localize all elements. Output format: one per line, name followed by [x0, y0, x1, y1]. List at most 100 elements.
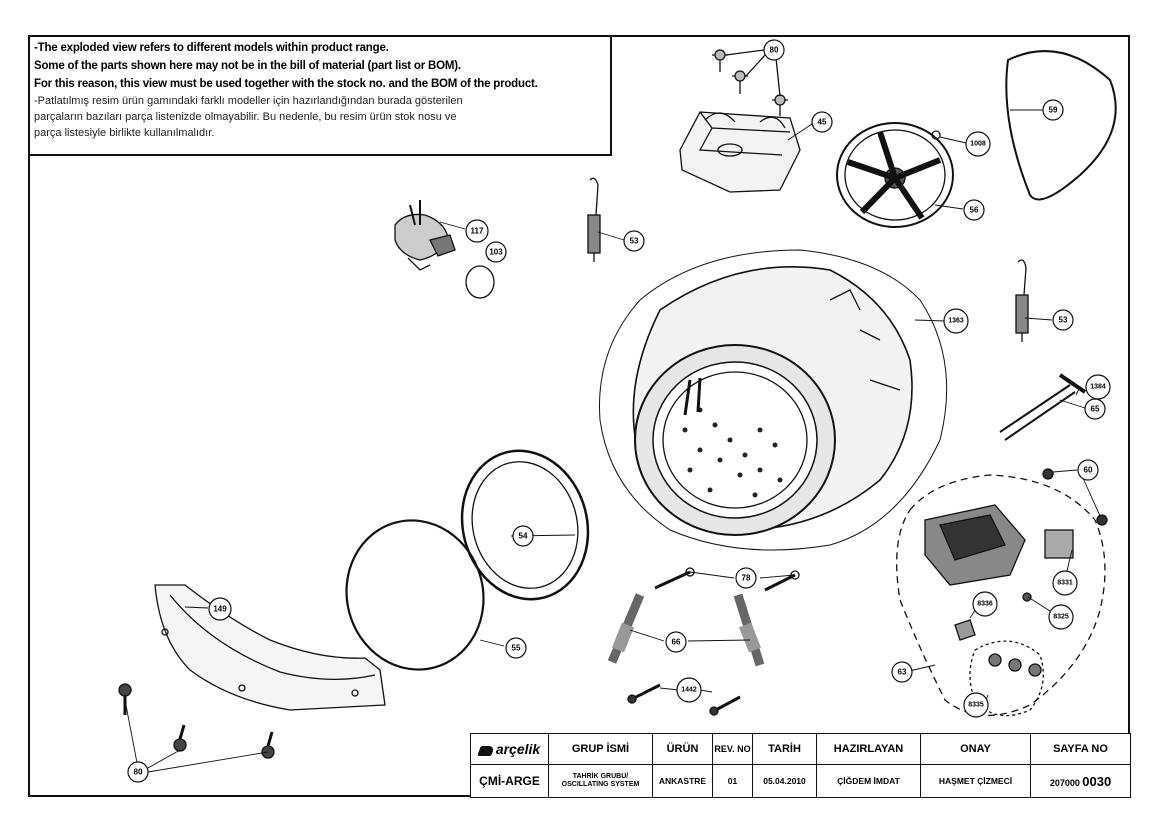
approved-by: HAŞMET ÇİZMECİ — [920, 764, 1031, 798]
note-tr-line-1: -Patlatılmış resim ürün gamındaki farklı… — [34, 95, 463, 107]
svg-text:60: 60 — [1084, 466, 1093, 475]
header-page: SAYFA NO — [1030, 733, 1131, 765]
part-63-motor — [924, 504, 1074, 586]
part-45-bracket — [679, 111, 801, 193]
svg-text:55: 55 — [512, 644, 521, 653]
svg-text:65: 65 — [1091, 405, 1100, 414]
header-rev: REV. NO — [712, 733, 753, 765]
header-prepared: HAZIRLAYAN — [816, 733, 921, 765]
callout-56: 56 — [963, 199, 985, 221]
part-8335-group-outline — [969, 640, 1044, 717]
callout-65: 65 — [1084, 398, 1106, 420]
svg-text:80: 80 — [134, 768, 143, 777]
part-1363-tub — [599, 249, 948, 551]
page-number: 207000 0030 — [1030, 764, 1131, 798]
part-66-dampers — [607, 593, 765, 667]
svg-text:63: 63 — [898, 668, 907, 677]
callout-8336: 8336 — [972, 591, 998, 617]
callout-8325: 8325 — [1048, 604, 1074, 630]
svg-text:54: 54 — [519, 532, 528, 541]
callout-45: 45 — [811, 111, 833, 133]
callout-60: 60 — [1077, 459, 1099, 481]
svg-text:8335: 8335 — [968, 702, 984, 709]
product-name: ANKASTRE — [652, 764, 713, 798]
header-group: GRUP İSMİ — [548, 733, 653, 765]
part-53-spring-right — [1015, 259, 1029, 342]
part-8325-screw — [1022, 592, 1032, 602]
note-en-line-2: Some of the parts shown here may not be … — [34, 60, 461, 72]
part-55-gasket — [345, 519, 485, 671]
callout-1363: 1363 — [943, 308, 969, 334]
group-name: TAHRİK GRUBU/ OSCILLATING SYSTEM — [548, 764, 653, 798]
header-approved: ONAY — [920, 733, 1031, 765]
svg-text:45: 45 — [818, 118, 827, 127]
part-8335-brushes — [988, 653, 1042, 677]
svg-text:53: 53 — [1059, 316, 1068, 325]
date-value: 05.04.2010 — [752, 764, 817, 798]
callout-8335: 8335 — [963, 692, 989, 718]
part-53-spring-left — [587, 177, 601, 262]
part-1008-nut — [931, 130, 941, 140]
note-en-line-1: -The exploded view refers to different m… — [34, 42, 389, 54]
part-1442-pins — [627, 683, 741, 716]
svg-text:8325: 8325 — [1053, 614, 1069, 621]
svg-text:66: 66 — [672, 638, 681, 647]
callout-53-right: 53 — [1052, 309, 1074, 331]
part-149-weight — [154, 584, 386, 711]
callout-80-bottom: 80 — [127, 761, 149, 783]
svg-text:1384: 1384 — [1090, 384, 1106, 391]
svg-text:117: 117 — [471, 227, 484, 236]
svg-text:56: 56 — [970, 206, 979, 215]
svg-text:80: 80 — [770, 46, 779, 55]
part-56-pulley — [836, 122, 954, 228]
note-en-line-3: For this reason, this view must be used … — [34, 78, 538, 90]
callout-1008: 1008 — [965, 131, 991, 157]
part-78-pins — [654, 567, 800, 592]
svg-text:8336: 8336 — [977, 601, 993, 608]
svg-text:8331: 8331 — [1057, 580, 1073, 587]
page-prefix: 207000 — [1049, 777, 1080, 788]
part-103-ring — [465, 265, 495, 299]
brand-name: arçelik — [495, 741, 541, 757]
callout-54: 54 — [512, 525, 534, 547]
disclaimer-note: -The exploded view refers to different m… — [28, 35, 612, 156]
svg-text:1442: 1442 — [681, 687, 697, 694]
callout-80-top: 80 — [763, 39, 785, 61]
svg-text:103: 103 — [489, 248, 503, 257]
callout-53-left: 53 — [623, 230, 645, 252]
rev-no: 01 — [712, 764, 753, 798]
callout-59: 59 — [1042, 99, 1064, 121]
part-65-heater — [999, 373, 1087, 441]
page-number-value: 0030 — [1082, 773, 1112, 789]
part-117-valve — [394, 200, 456, 271]
callout-149: 149 — [208, 597, 232, 621]
callout-66: 66 — [665, 631, 687, 653]
callout-117: 117 — [465, 219, 489, 243]
note-tr-line-3: parça listesiyle birlikte kullanılmalıdı… — [34, 127, 215, 139]
svg-text:149: 149 — [213, 605, 227, 614]
callout-1384: 1384 — [1085, 374, 1111, 400]
callout-1442: 1442 — [676, 677, 702, 703]
callout-8331: 8331 — [1052, 570, 1078, 596]
brand-logo-mark — [476, 746, 495, 757]
svg-text:1363: 1363 — [948, 318, 964, 325]
note-tr-line-2: parçaların bazıları parça listenizde olm… — [34, 111, 457, 123]
callout-103: 103 — [485, 241, 507, 263]
callout-78: 78 — [735, 567, 757, 589]
part-80-screws-top — [712, 49, 788, 116]
model-code: ÇMİ-ARGE — [470, 764, 549, 798]
callout-55: 55 — [505, 637, 527, 659]
part-59-belt — [1005, 50, 1117, 201]
prepared-by: ÇİĞDEM İMDAT — [816, 764, 921, 798]
part-60-screws — [1042, 468, 1108, 526]
svg-text:59: 59 — [1049, 106, 1058, 115]
svg-text:1008: 1008 — [970, 141, 986, 148]
callout-63: 63 — [891, 661, 913, 683]
part-63-motor-group-outline — [896, 474, 1106, 716]
svg-text:53: 53 — [630, 237, 639, 246]
header-product: ÜRÜN — [652, 733, 713, 765]
brand-logo: arçelik — [470, 733, 549, 765]
header-date: TARİH — [752, 733, 817, 765]
svg-text:78: 78 — [742, 574, 751, 583]
title-block: arçelik GRUP İSMİ ÜRÜN REV. NO TARİH HAZ… — [470, 733, 1131, 798]
